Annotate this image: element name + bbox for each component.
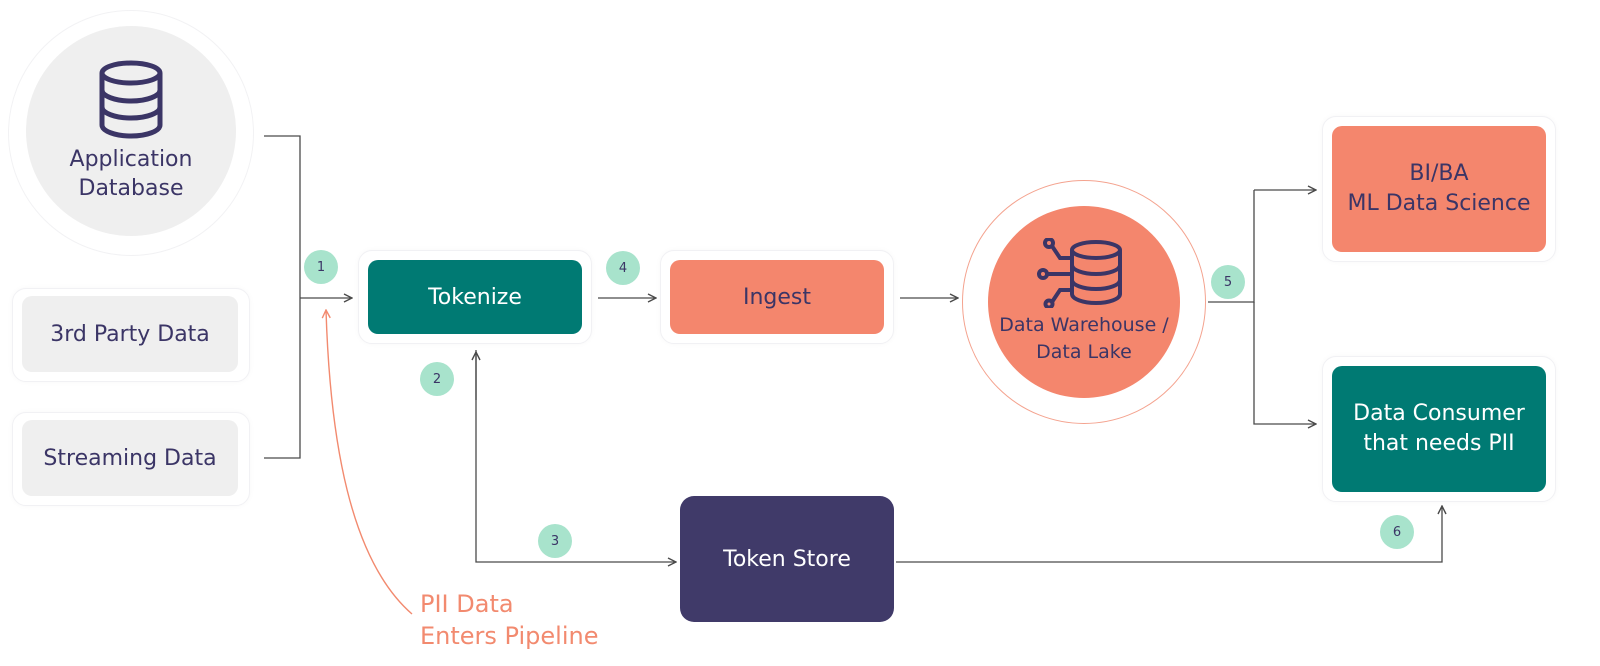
edge-token-store-to-consumer — [896, 506, 1442, 563]
database-network-icon — [1037, 238, 1122, 308]
app-db-label-line1: Application — [69, 147, 193, 172]
streaming-data-node[interactable]: Streaming Data — [22, 420, 238, 496]
step-badge-2: 2 — [420, 362, 454, 396]
database-icon — [99, 60, 163, 139]
data-consumer-node[interactable]: Data Consumer that needs PII — [1332, 366, 1546, 492]
step-badge-1: 1 — [304, 250, 338, 284]
third-party-data-node[interactable]: 3rd Party Data — [22, 296, 238, 372]
tokenize-node[interactable]: Tokenize — [368, 260, 582, 334]
edge-app-db — [264, 135, 301, 459]
bi-ml-node[interactable]: BI/BA ML Data Science — [1332, 126, 1546, 252]
step-badge-5: 5 — [1211, 265, 1245, 299]
warehouse-label-line2: Data Lake — [1036, 341, 1132, 363]
edge-tokenize-to-token-store — [475, 350, 676, 562]
pii-entry-curve — [326, 310, 413, 615]
pii-annotation: PII Data Enters Pipeline — [420, 588, 598, 652]
step-badge-4: 4 — [606, 251, 640, 285]
data-warehouse-node[interactable]: Data Warehouse / Data Lake — [988, 206, 1180, 398]
application-database-node[interactable]: Application Database — [26, 26, 236, 236]
step-badge-6: 6 — [1380, 515, 1414, 549]
ingest-node[interactable]: Ingest — [670, 260, 884, 334]
app-db-label-line2: Database — [78, 176, 184, 201]
pii-annotation-line1: PII Data — [420, 590, 514, 618]
edge-to-consumer — [1253, 302, 1316, 424]
warehouse-label-line1: Data Warehouse / — [999, 314, 1169, 336]
step-badge-3: 3 — [538, 524, 572, 558]
token-store-node[interactable]: Token Store — [680, 496, 894, 622]
pii-annotation-line2: Enters Pipeline — [420, 622, 599, 650]
